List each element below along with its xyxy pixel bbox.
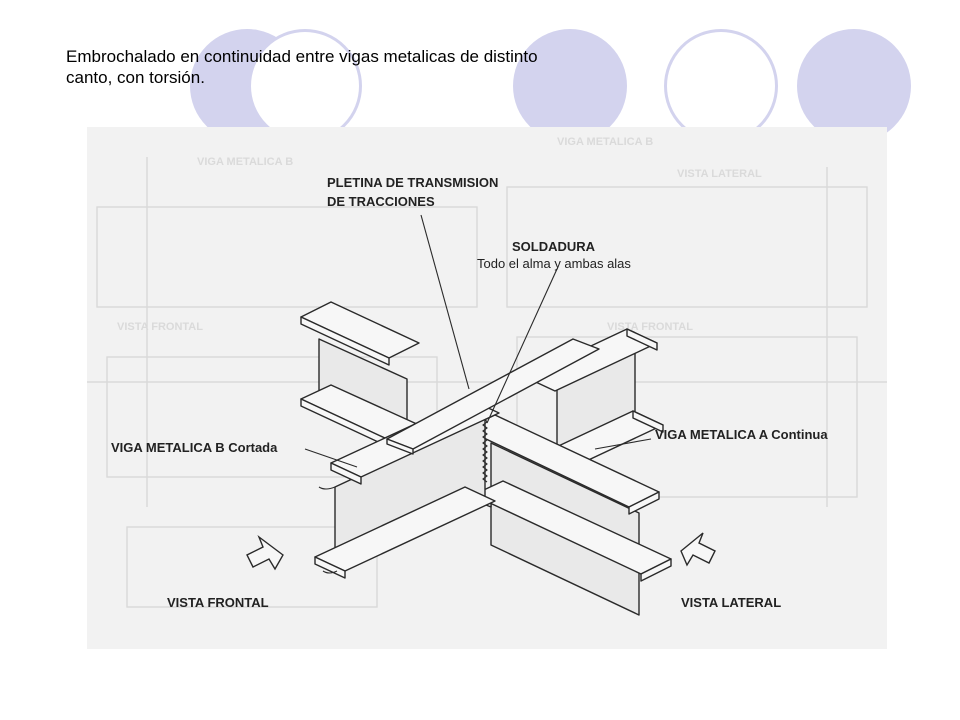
beam-connection-drawing: VIGA METALICA B VIGA METALICA B VISTA FR… [87, 127, 887, 649]
leader-lines [304, 214, 652, 468]
ghost-label-2: VIGA METALICA B [557, 136, 653, 148]
background-ghost-drawing: VIGA METALICA B VIGA METALICA B VISTA FR… [87, 136, 887, 608]
label-pletina-line-1: PLETINA DE TRANSMISION [327, 175, 498, 190]
drawing-svg: VIGA METALICA B VIGA METALICA B VISTA FR… [87, 136, 887, 616]
label-viga-b: VIGA METALICA B Cortada [111, 440, 278, 455]
decor-circle-3 [513, 29, 627, 143]
lateral-view-arrow [680, 532, 716, 567]
ghost-label-1: VIGA METALICA B [197, 156, 293, 168]
slide-title: Embrochalado en continuidad entre vigas … [66, 46, 666, 88]
beam-a-back-arm [524, 328, 664, 472]
label-soldadura-detail: Todo el alma y ambas alas [477, 256, 631, 271]
label-soldadura: SOLDADURA [512, 239, 596, 254]
decor-circle-2 [248, 29, 362, 143]
label-vista-frontal: VISTA FRONTAL [167, 595, 269, 610]
frontal-view-arrow [246, 534, 284, 571]
label-viga-a: VIGA METALICA A Continua [655, 427, 828, 442]
slide-title-line-2: canto, con torsión. [66, 68, 205, 87]
tension-plate [386, 338, 600, 455]
decor-circle-4 [664, 29, 778, 143]
label-vista-lateral: VISTA LATERAL [681, 595, 781, 610]
slide-title-line-1: Embrochalado en continuidad entre vigas … [66, 47, 538, 66]
ghost-label-5: VISTA FRONTAL [607, 321, 693, 333]
decor-circle-5 [797, 29, 911, 143]
label-pletina-line-2: DE TRACCIONES [327, 194, 435, 209]
ghost-label-3: VISTA FRONTAL [117, 321, 203, 333]
beam-b-back-arm [300, 301, 420, 448]
weld-seam [482, 418, 488, 483]
ghost-label-4: VISTA LATERAL [677, 168, 762, 180]
